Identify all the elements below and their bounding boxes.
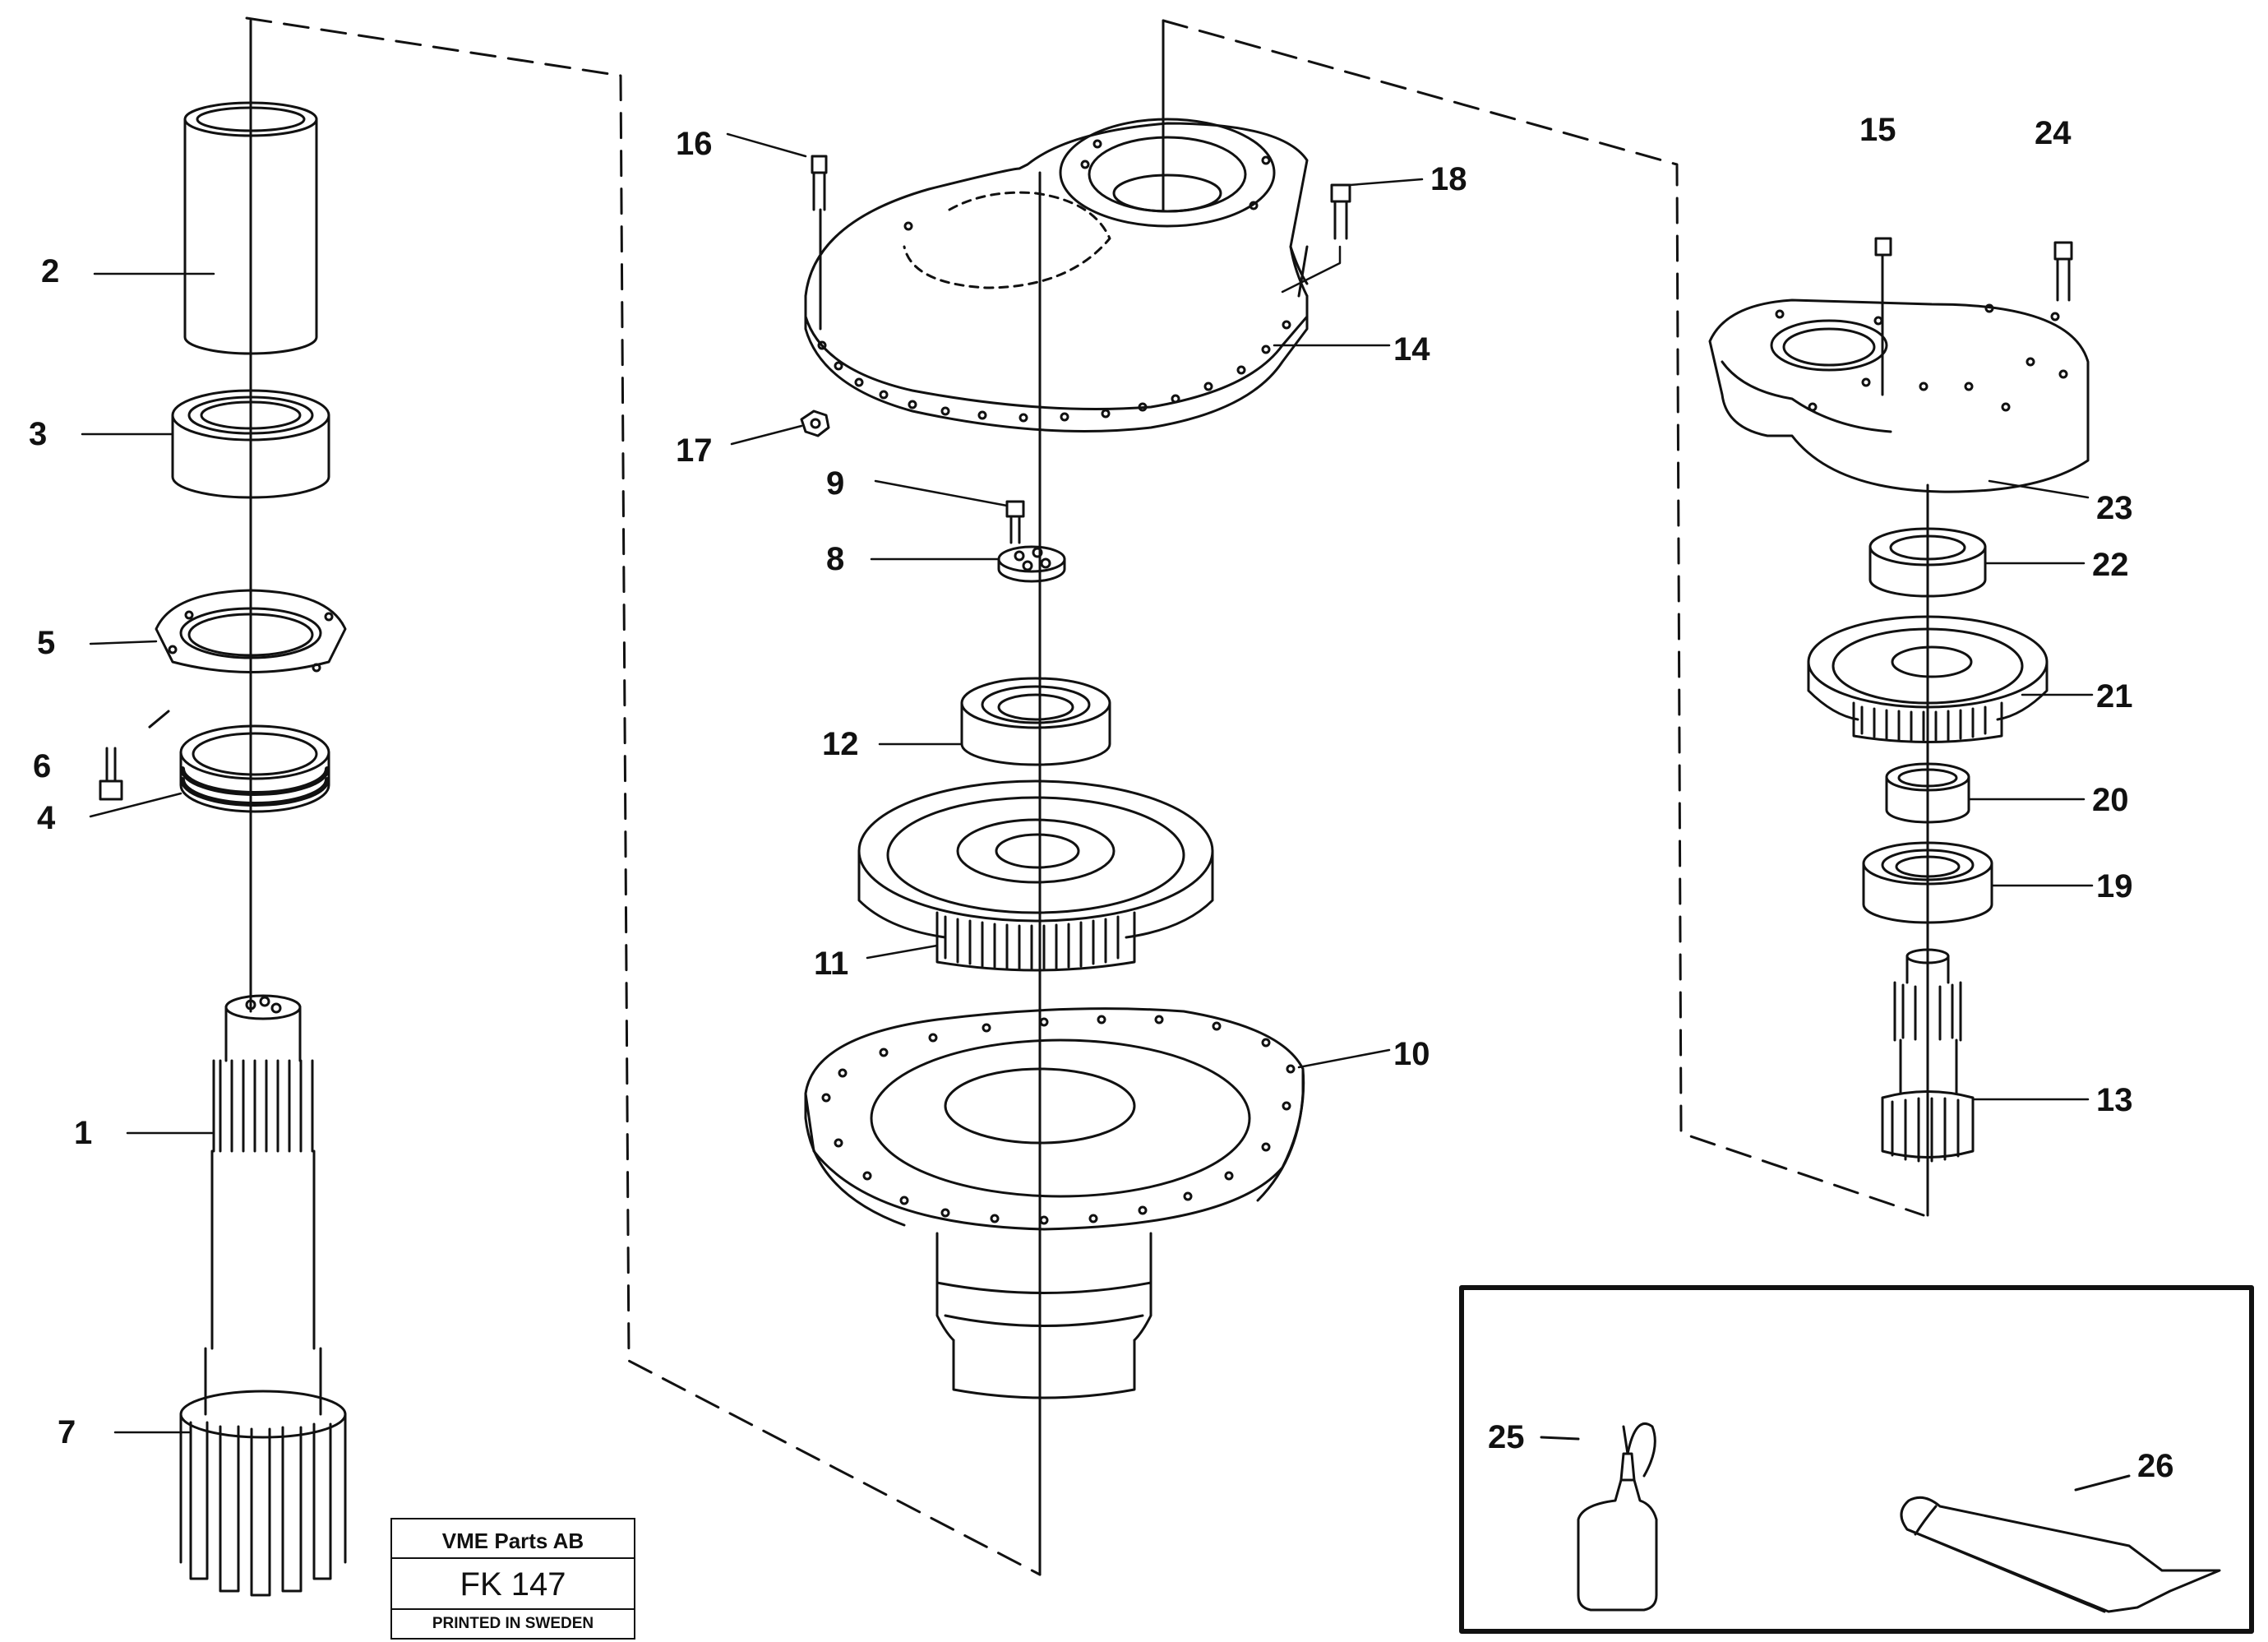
part-label-1: 1 (74, 1115, 93, 1151)
consumables-inset (1459, 1285, 2254, 1634)
part-label-23: 23 (2096, 490, 2133, 526)
part-label-10: 10 (1393, 1036, 1430, 1072)
part-5-flange-ring (155, 589, 347, 673)
part-label-20: 20 (2092, 782, 2129, 818)
carrier-bolt-holes (821, 1015, 1296, 1225)
part-label-22: 22 (2092, 547, 2129, 583)
part-label-18: 18 (1430, 161, 1467, 197)
part-label-9: 9 (826, 465, 845, 502)
part-14-housing (804, 118, 1309, 432)
part-label-5: 5 (37, 625, 56, 661)
part-label-24: 24 (2035, 115, 2072, 151)
part-11-gear-wheel (857, 779, 1214, 972)
title-block-code: FK 147 (392, 1561, 634, 1610)
part-3-bearing (171, 389, 330, 499)
part-13-pinion-shaft (1881, 948, 1975, 1163)
part-label-11: 11 (814, 946, 849, 982)
part-15-pin (1874, 237, 1892, 396)
part-label-16: 16 (676, 126, 713, 162)
part-7-gear (179, 1390, 347, 1597)
part-2-sleeve (183, 101, 318, 355)
assembly-dashed-outline (142, 16, 1925, 1576)
part-22-bearing (1868, 527, 1987, 598)
part-label-6: 6 (33, 748, 52, 784)
part-8-plate (997, 545, 1066, 583)
part-label-12: 12 (822, 726, 859, 762)
part-label-7: 7 (58, 1414, 76, 1450)
part-label-25: 25 (1488, 1419, 1525, 1455)
part-18-bolt (1330, 183, 1351, 240)
leader-lines (81, 132, 2094, 1434)
part-label-8: 8 (826, 541, 845, 577)
part-label-14: 14 (1393, 331, 1430, 368)
part-26-grease-tube (1900, 1474, 2221, 1613)
part-1-shaft (204, 994, 322, 1416)
part-label-15: 15 (1859, 112, 1896, 148)
part-6-bolt (99, 747, 123, 801)
title-block: VME Parts AB FK 147 PRINTED IN SWEDEN (390, 1518, 635, 1640)
part-25-oil-bottle (1540, 1422, 1658, 1612)
part-17-nut (800, 409, 830, 437)
part-4-seal-ring (179, 724, 330, 813)
part-12-bearing (960, 677, 1111, 766)
part-label-21: 21 (2096, 678, 2133, 715)
part-label-17: 17 (676, 432, 713, 469)
part-21-gear-wheel (1807, 615, 2049, 743)
part-19-bearing (1862, 841, 1993, 924)
part-label-19: 19 (2096, 868, 2133, 904)
part-9-screw (1005, 500, 1025, 544)
part-24-bolt (2053, 241, 2073, 302)
title-block-company: VME Parts AB (392, 1524, 634, 1559)
title-block-printed: PRINTED IN SWEDEN (432, 1615, 594, 1632)
part-label-3: 3 (29, 416, 48, 452)
part-label-13: 13 (2096, 1082, 2133, 1118)
part-16-bolt (811, 155, 828, 331)
part-label-26: 26 (2137, 1448, 2174, 1484)
part-23-cover (1708, 298, 2090, 493)
part-label-2: 2 (41, 253, 60, 289)
housing-bolt-holes (817, 139, 1291, 423)
part-20-bushing (1885, 762, 1970, 824)
part-label-4: 4 (37, 800, 56, 836)
part-10-carrier (804, 1007, 1305, 1399)
